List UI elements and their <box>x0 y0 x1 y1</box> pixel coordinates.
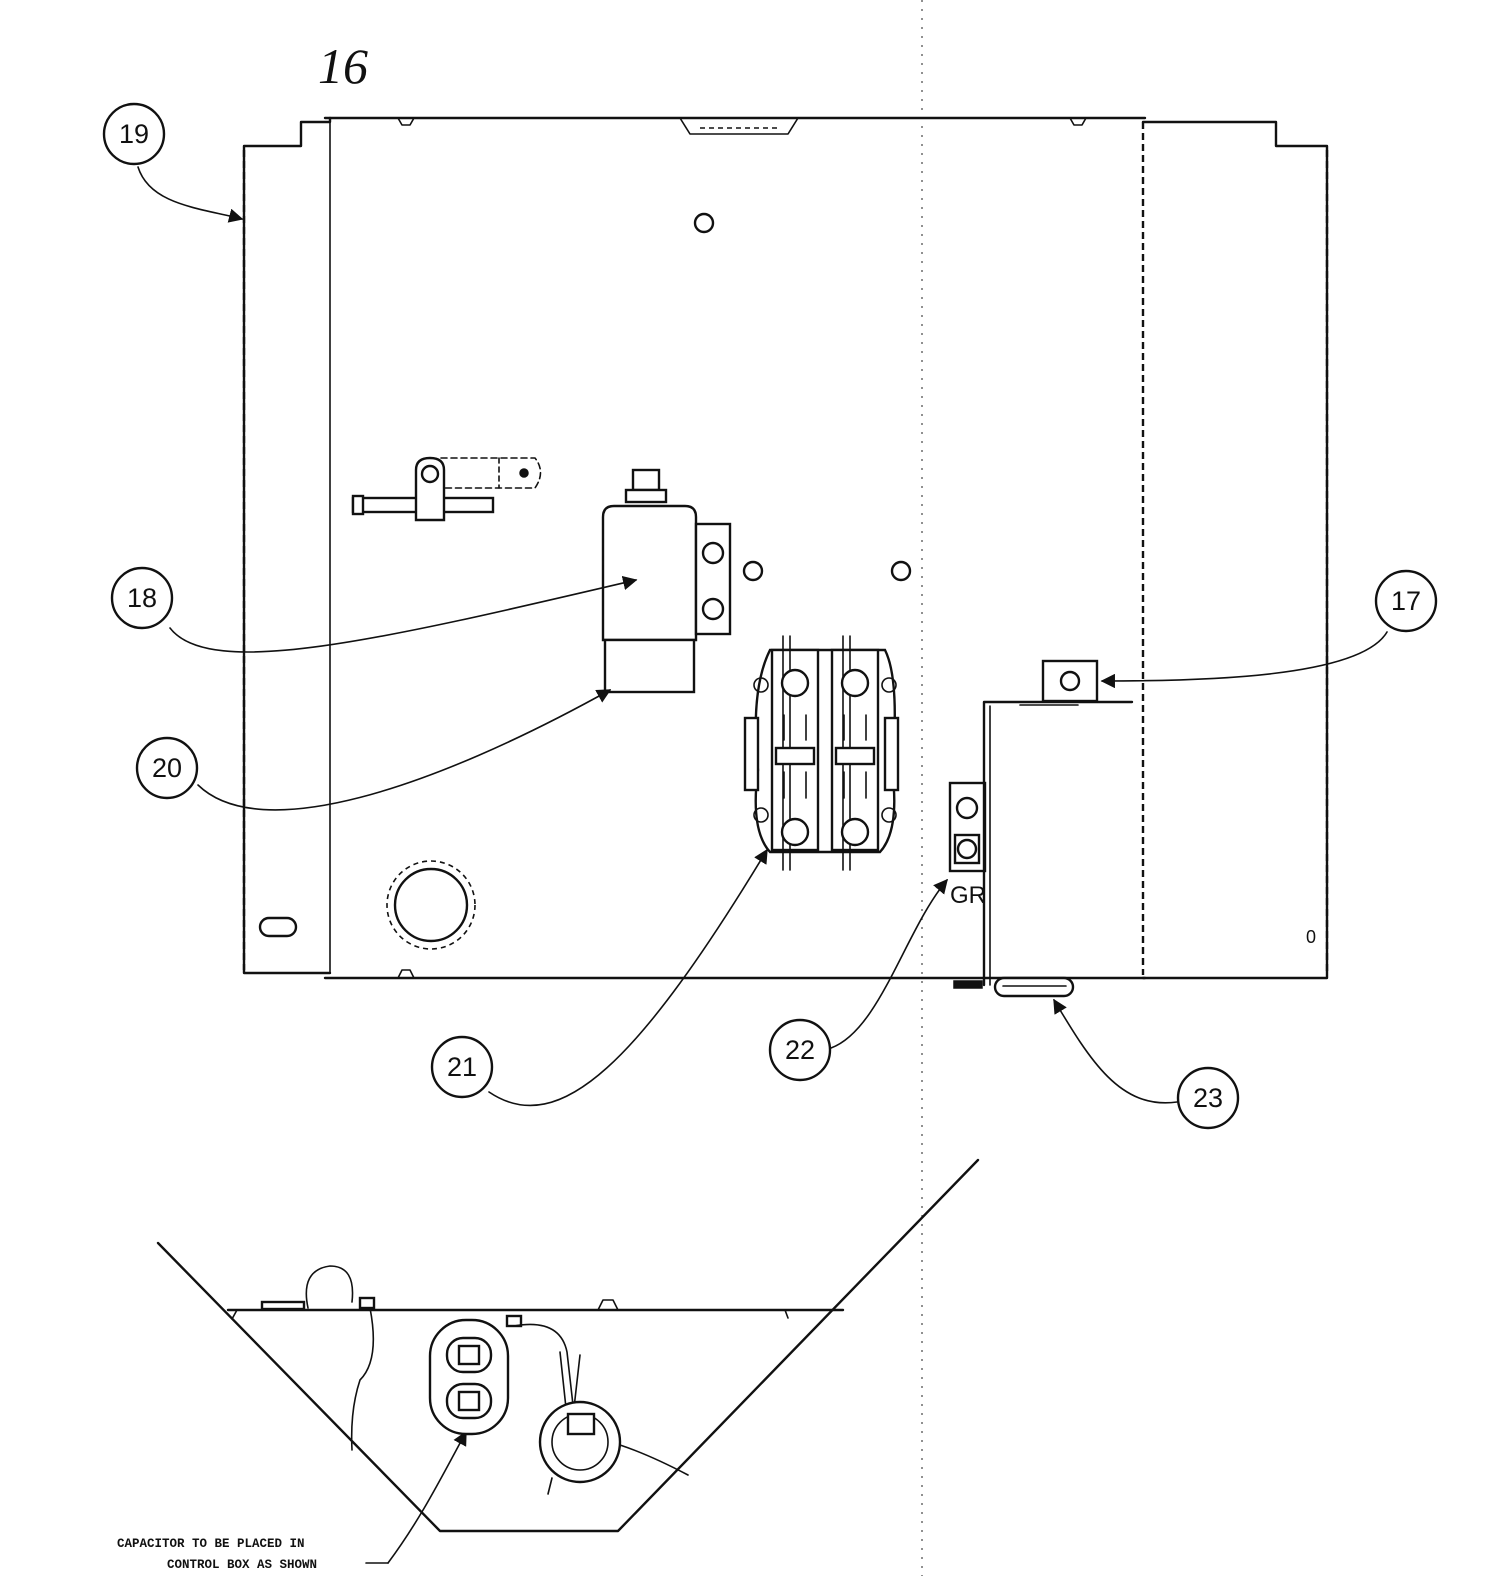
contactor <box>743 635 900 871</box>
callout-21: 21 <box>430 1035 494 1099</box>
svg-text:19: 19 <box>119 119 149 149</box>
callout-17: 17 <box>1374 569 1438 633</box>
leader-lines <box>137 166 1388 1564</box>
figure-number: 16 <box>318 38 368 94</box>
panel-mark: 0 <box>1306 927 1316 947</box>
capacitor-placement-detail <box>156 1158 980 1533</box>
callout-20: 20 <box>135 736 199 800</box>
callout-23: 23 <box>1176 1066 1240 1130</box>
callout-22: 22 <box>768 1018 832 1082</box>
callout-18: 18 <box>110 566 174 630</box>
ground-terminal-label: GR <box>950 882 986 909</box>
svg-text:17: 17 <box>1391 586 1421 616</box>
svg-text:18: 18 <box>127 583 157 613</box>
ground-lug: GR <box>948 781 987 909</box>
svg-text:22: 22 <box>785 1035 815 1065</box>
callout-19: 19 <box>102 102 166 166</box>
svg-text:23: 23 <box>1193 1083 1223 1113</box>
strap-bracket <box>351 456 542 522</box>
note-line-2: CONTROL BOX AS SHOWN <box>167 1558 317 1572</box>
capacitor <box>601 468 732 694</box>
transformer-box <box>953 659 1134 998</box>
note-line-1: CAPACITOR TO BE PLACED IN <box>117 1537 305 1551</box>
svg-text:20: 20 <box>152 753 182 783</box>
capacitor-note: CAPACITOR TO BE PLACED IN CONTROL BOX AS… <box>117 1537 389 1572</box>
svg-text:21: 21 <box>447 1052 477 1082</box>
